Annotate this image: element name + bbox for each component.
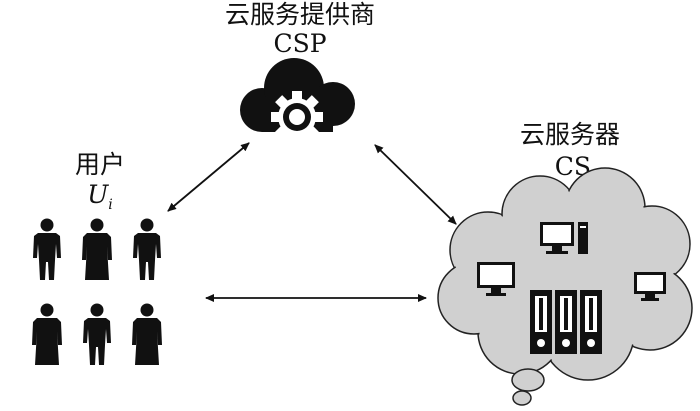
server-cloud-icon [437, 167, 693, 406]
users-symbol-letter: U [87, 180, 109, 209]
cloud-gear-icon [240, 58, 355, 143]
person-icon [83, 303, 111, 365]
person-icon [32, 303, 62, 365]
person-icon [33, 218, 61, 280]
monitor-icon [634, 272, 666, 301]
arrow-csp-servers [374, 144, 457, 225]
server-rack-icon [530, 290, 602, 354]
csp-abbr: CSP [273, 29, 327, 58]
person-icon [133, 218, 161, 280]
users-group-icon [32, 218, 162, 365]
users-title: 用户 [74, 150, 125, 179]
csp-title: 云服务提供商 [224, 0, 375, 29]
servers-title: 云服务器 [519, 120, 620, 149]
monitor-icon [477, 262, 515, 296]
users-symbol-subscript: i [108, 197, 113, 213]
person-icon [132, 303, 162, 365]
arrow-users-csp [167, 142, 250, 212]
gear-icon [271, 91, 323, 143]
desktop-computer-icon [540, 222, 588, 254]
person-icon [82, 218, 112, 280]
users-symbol: Ui [75, 180, 125, 220]
